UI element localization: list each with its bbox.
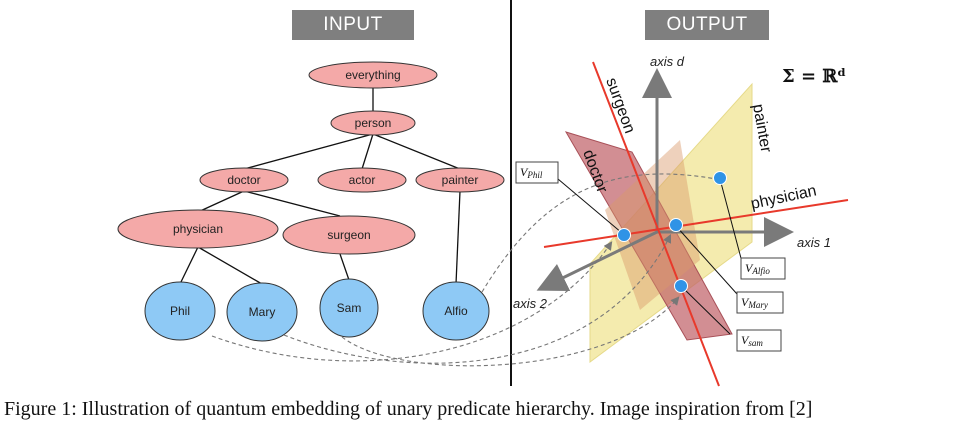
painter-label: painter bbox=[749, 103, 774, 155]
figure-caption: Figure 1: Illustration of quantum embedd… bbox=[4, 398, 813, 420]
individual-mary: Mary bbox=[226, 282, 298, 342]
physician-line bbox=[543, 199, 849, 248]
input-header: INPUT bbox=[292, 10, 414, 40]
individual-alfio: Alfio bbox=[422, 281, 490, 341]
hierarchy-node-surgeon: surgeon bbox=[282, 215, 416, 255]
plane-overlap bbox=[605, 140, 700, 310]
svg-text:VPhil: VPhil bbox=[520, 165, 543, 180]
axis-2-line bbox=[536, 230, 658, 291]
output-header: OUTPUT bbox=[645, 10, 769, 40]
svg-text:Alfio: Alfio bbox=[444, 304, 468, 318]
vector-point-alfio bbox=[713, 171, 727, 185]
svg-text:VAlfio: VAlfio bbox=[745, 261, 770, 276]
svg-text:doctor: doctor bbox=[227, 173, 260, 187]
space-label: Σ = ℝᵈ bbox=[782, 66, 846, 87]
axis-1-label: axis 1 bbox=[797, 235, 831, 250]
svg-text:surgeon: surgeon bbox=[327, 228, 370, 242]
surgeon-label: surgeon bbox=[602, 76, 638, 136]
vector-label-sam: Vsam bbox=[736, 329, 782, 352]
hierarchy-node-doctor: doctor bbox=[199, 167, 289, 193]
svg-text:Vsam: Vsam bbox=[741, 333, 763, 348]
svg-text:Mary: Mary bbox=[249, 305, 276, 319]
svg-text:painter: painter bbox=[442, 173, 479, 187]
surgeon-line bbox=[592, 61, 720, 387]
svg-text:Phil: Phil bbox=[170, 304, 190, 318]
svg-text:VMary: VMary bbox=[741, 295, 768, 310]
mapping-curves bbox=[211, 173, 725, 367]
hierarchy-node-physician: physician bbox=[117, 209, 279, 249]
svg-text:person: person bbox=[355, 116, 392, 130]
svg-text:Sam: Sam bbox=[337, 301, 362, 315]
vector-label-mary: VMary bbox=[736, 291, 784, 314]
vector-label-alfio: VAlfio bbox=[740, 257, 786, 280]
vector-point-phil bbox=[617, 228, 631, 242]
vector-point-mary bbox=[669, 218, 683, 232]
hierarchy-node-person: person bbox=[330, 110, 416, 136]
vector-connectors bbox=[557, 178, 743, 335]
hierarchy-node-everything: everything bbox=[308, 61, 438, 89]
axis-d-label: axis d bbox=[650, 54, 685, 69]
vector-point-sam bbox=[674, 279, 688, 293]
physician-label: physician bbox=[749, 182, 818, 212]
svg-text:everything: everything bbox=[345, 68, 400, 82]
hierarchy-edges bbox=[179, 87, 461, 285]
individual-sam: Sam bbox=[319, 278, 379, 338]
vector-label-phil: VPhil bbox=[515, 161, 559, 184]
svg-text:physician: physician bbox=[173, 222, 223, 236]
svg-text:actor: actor bbox=[349, 173, 376, 187]
hierarchy-node-actor: actor bbox=[317, 167, 407, 193]
axis-2-label: axis 2 bbox=[513, 296, 548, 311]
individual-phil: Phil bbox=[144, 281, 216, 341]
hierarchy-node-painter: painter bbox=[415, 167, 505, 193]
